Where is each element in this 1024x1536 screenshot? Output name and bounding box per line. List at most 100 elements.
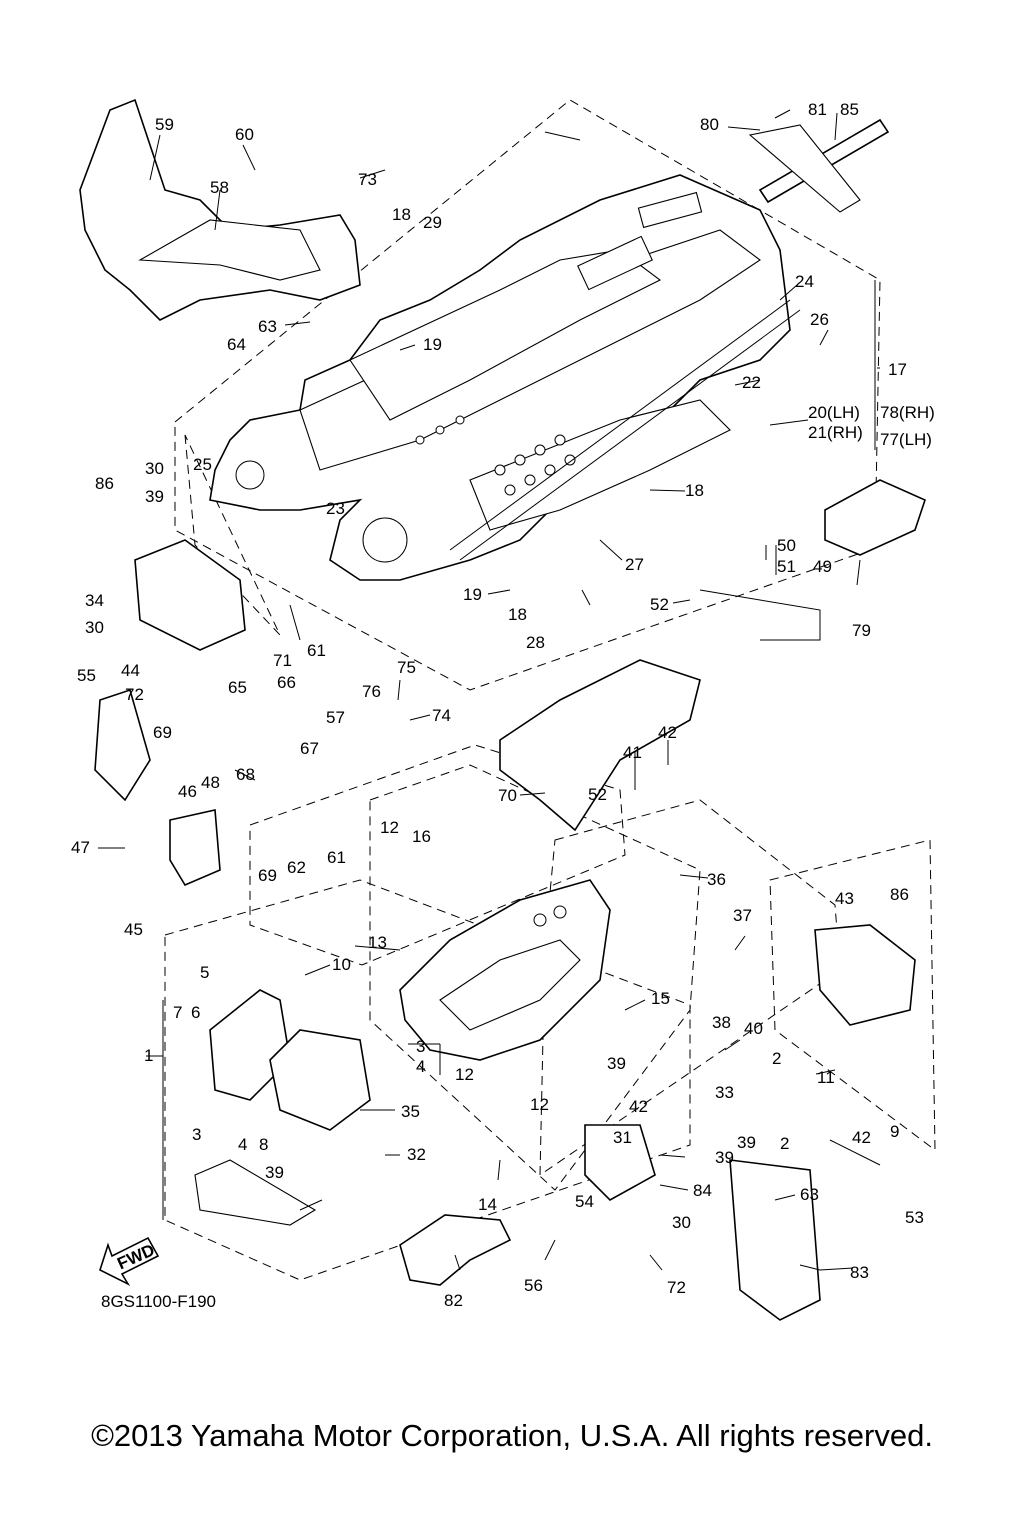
callout-75: 75	[397, 658, 416, 677]
callout-63: 63	[258, 317, 277, 336]
callout-61: 61	[327, 848, 346, 867]
callout-12: 12	[380, 818, 399, 837]
callout-79: 79	[852, 621, 871, 640]
callout-82: 82	[444, 1291, 463, 1310]
callout-78rh: 78(RH)	[880, 403, 935, 422]
callout-1: 1	[144, 1046, 153, 1065]
callout-11: 11	[817, 1068, 835, 1087]
callout-18: 18	[392, 205, 411, 224]
callout-18: 18	[508, 605, 527, 624]
callout-36: 36	[707, 870, 726, 889]
callout-13: 13	[368, 933, 387, 952]
leader-lines	[98, 109, 881, 1271]
callout-23: 23	[326, 499, 345, 518]
callout-80: 80	[700, 115, 719, 134]
callout-30: 30	[145, 459, 164, 478]
fwd-arrow-badge: FWD	[99, 1236, 160, 1286]
callout-70: 70	[498, 786, 517, 805]
callout-53: 53	[905, 1208, 924, 1227]
callout-37: 37	[733, 906, 752, 925]
callout-26: 26	[810, 310, 829, 329]
callout-49: 49	[813, 557, 832, 576]
callout-3: 3	[416, 1037, 425, 1056]
callout-39: 39	[265, 1163, 284, 1182]
callout-44: 44	[121, 661, 140, 680]
callout-47: 47	[71, 838, 90, 857]
callout-39: 39	[715, 1148, 734, 1167]
callout-40: 40	[744, 1019, 763, 1038]
callout-67: 67	[300, 739, 319, 758]
callout-21rh: 21(RH)	[808, 423, 863, 442]
callout-52: 52	[650, 595, 669, 614]
main-frame	[209, 174, 801, 581]
callout-71: 71	[273, 651, 292, 670]
front-bumper-part	[79, 98, 361, 321]
callout-73: 73	[358, 170, 377, 189]
callout-39: 39	[145, 487, 164, 506]
callout-28: 28	[526, 633, 545, 652]
callout-24: 24	[795, 272, 814, 291]
callout-34: 34	[85, 591, 104, 610]
callout-85: 85	[840, 100, 859, 119]
callout-35: 35	[401, 1102, 420, 1121]
callout-46: 46	[178, 782, 197, 801]
callout-61: 61	[307, 641, 326, 660]
reference-code: 8GS1100-F190	[101, 1292, 216, 1311]
callout-41: 41	[623, 743, 642, 762]
callout-56: 56	[524, 1276, 543, 1295]
callout-42: 42	[658, 723, 677, 742]
callout-5: 5	[200, 963, 209, 982]
callout-69: 69	[153, 723, 172, 742]
callout-19: 19	[463, 585, 482, 604]
callout-12: 12	[455, 1065, 474, 1084]
callout-38: 38	[712, 1013, 731, 1032]
callout-2: 2	[772, 1049, 781, 1068]
callout-81: 81	[808, 100, 827, 119]
rear-flap-part	[499, 589, 821, 832]
callout-42: 42	[629, 1097, 648, 1116]
callout-66: 66	[277, 673, 296, 692]
callout-30: 30	[672, 1213, 691, 1232]
callout-69: 69	[258, 866, 277, 885]
callout-12: 12	[530, 1095, 549, 1114]
callout-65: 65	[228, 678, 247, 697]
callout-55: 55	[77, 666, 96, 685]
callout-77lh: 77(LH)	[880, 430, 932, 449]
rear-rail-part	[748, 118, 890, 213]
callout-25: 25	[193, 455, 212, 474]
callout-62: 62	[287, 858, 306, 877]
callout-68: 68	[236, 765, 255, 784]
callout-63: 63	[800, 1185, 819, 1204]
callout-59: 59	[155, 115, 174, 134]
copyright-notice: ©2013 Yamaha Motor Corporation, U.S.A. A…	[91, 1418, 933, 1453]
callout-86: 86	[95, 474, 114, 493]
callout-84: 84	[693, 1181, 712, 1200]
callout-8: 8	[259, 1135, 268, 1154]
callout-48: 48	[201, 773, 220, 792]
callout-64: 64	[227, 335, 246, 354]
callout-18: 18	[685, 481, 704, 500]
callout-50: 50	[777, 536, 796, 555]
callout-30: 30	[85, 618, 104, 637]
callout-83: 83	[850, 1263, 869, 1282]
callout-2: 2	[780, 1134, 789, 1153]
callout-74: 74	[432, 706, 451, 725]
callout-14: 14	[478, 1195, 497, 1214]
callout-52: 52	[588, 785, 607, 804]
callout-27: 27	[625, 555, 644, 574]
engine-mount-part	[194, 989, 371, 1226]
callout-16: 16	[412, 827, 431, 846]
callout-51: 51	[777, 557, 796, 576]
callout-29: 29	[423, 213, 442, 232]
callout-31: 31	[613, 1128, 632, 1147]
callout-42: 42	[852, 1128, 871, 1147]
intake-duct-part	[399, 1159, 821, 1321]
callout-72: 72	[667, 1278, 686, 1297]
callout-4: 4	[416, 1057, 425, 1076]
callout-72: 72	[125, 685, 144, 704]
callout-43: 43	[835, 889, 854, 908]
callout-86: 86	[890, 885, 909, 904]
callout-4: 4	[238, 1135, 247, 1154]
